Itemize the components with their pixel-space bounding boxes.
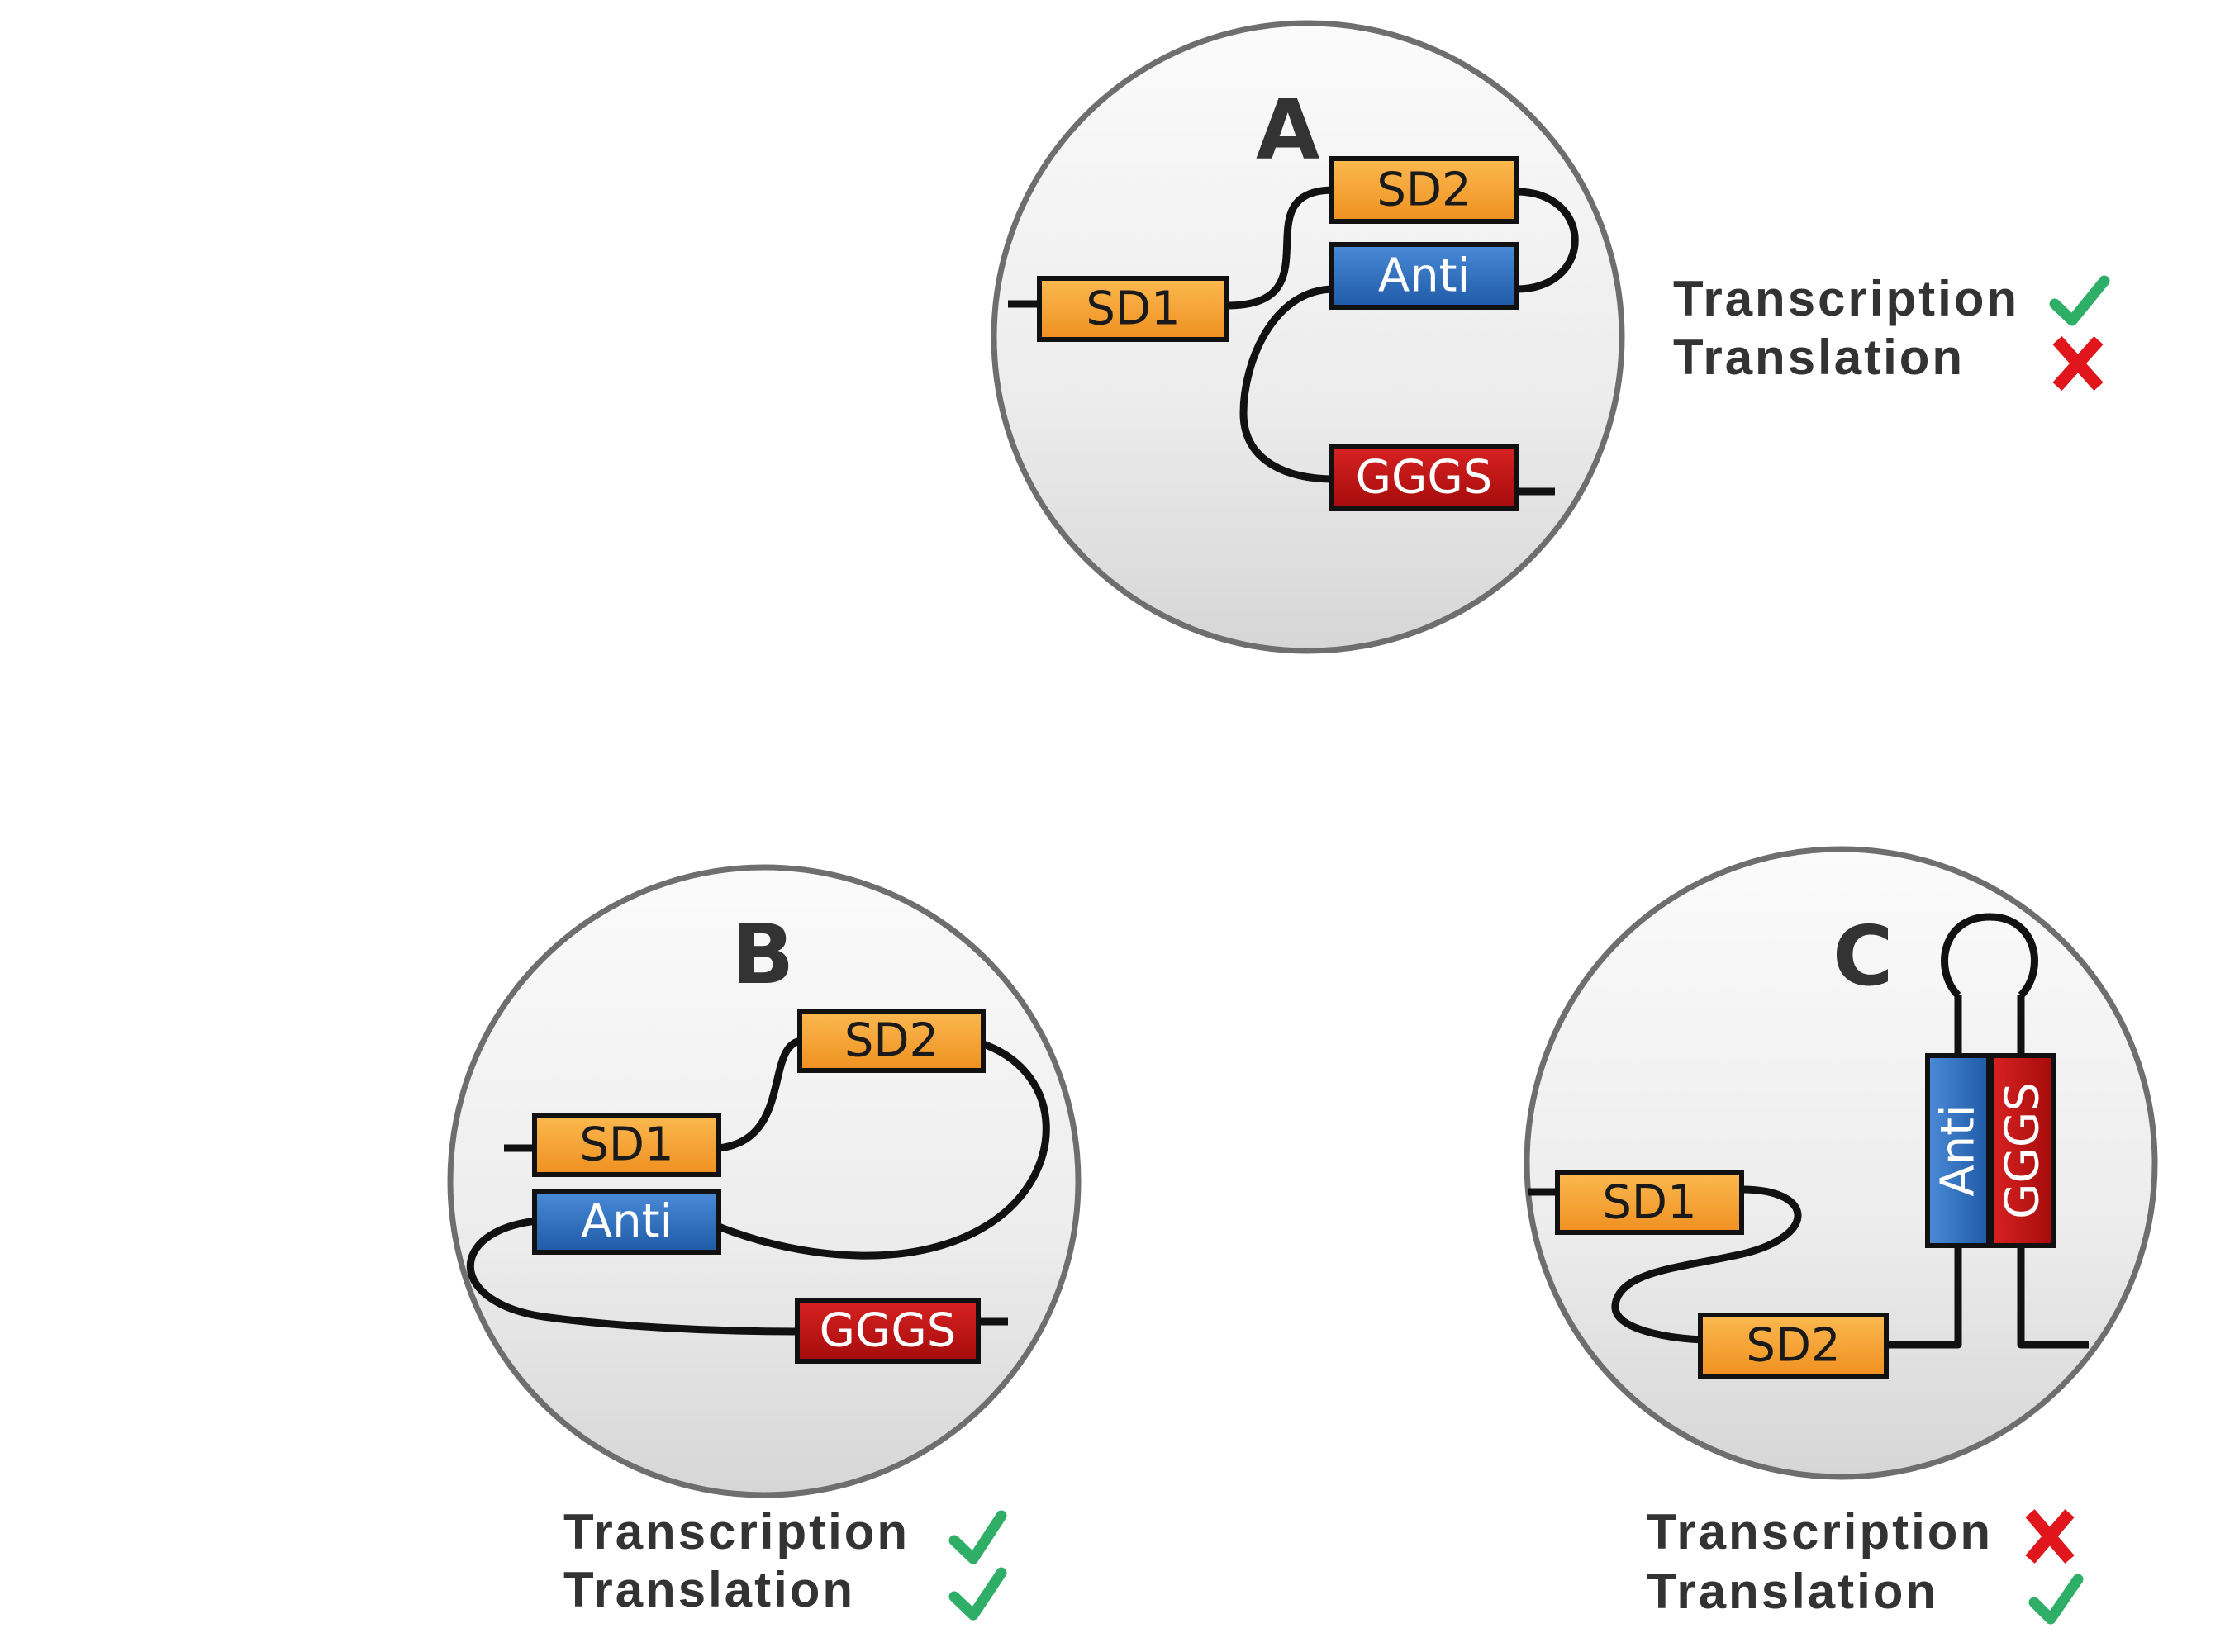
panel-a-sd1-box: SD1: [1037, 276, 1229, 342]
panel-b-sd2-label: SD2: [844, 1014, 939, 1068]
panel-b-gggs-box: GGGS: [795, 1298, 981, 1364]
check-icon: [2028, 1574, 2084, 1625]
panel-b-anti-box: Anti: [532, 1189, 721, 1255]
panel-b-sd2-box: SD2: [797, 1009, 986, 1073]
panel-a-sd2-label: SD2: [1376, 164, 1471, 217]
panel-a-gggs-label: GGGS: [1356, 451, 1493, 505]
panel-b-status-transcription: Transcription: [563, 1504, 910, 1559]
check-icon: [2049, 275, 2110, 326]
check-icon: [948, 1567, 1007, 1621]
panel-a-sd1-label: SD1: [1086, 282, 1180, 336]
panel-a-status-translation: Translation: [1673, 330, 1965, 385]
panel-a-letter: A: [1256, 82, 1319, 178]
panel-c-sd2-label: SD2: [1746, 1319, 1840, 1373]
panel-b-status-translation: Translation: [563, 1562, 855, 1617]
panel-c-strand-loop: [1941, 913, 2038, 999]
panel-b-strand-sd1-sd2: [718, 1037, 803, 1152]
panel-a-strand-hairpin: [1515, 188, 1579, 293]
panel-a-status-transcription: Transcription: [1673, 271, 2019, 326]
panel-a-strand-sd1-sd2: [1226, 186, 1335, 310]
panel-b-anti-label: Anti: [581, 1195, 673, 1249]
check-icon: [948, 1510, 1007, 1564]
panel-c-status-transcription: Transcription: [1647, 1504, 1993, 1559]
panel-b-sd1-box: SD1: [532, 1113, 721, 1177]
panel-c-sd2-box: SD2: [1698, 1313, 1889, 1379]
panel-c: C SD1 SD2 Anti GGGS Transcription Transl…: [1524, 846, 2158, 1625]
panel-c-letter: C: [1833, 908, 1893, 1004]
cross-icon: [2052, 336, 2104, 391]
panel-c-gggs-box: GGGS: [1990, 1053, 2056, 1248]
panel-a-strand-anti-gggs: [1239, 285, 1335, 483]
panel-c-gggs-label: GGGS: [1996, 1082, 2050, 1219]
panel-c-anti-label: Anti: [1932, 1104, 1985, 1196]
panel-b-strand-sd2-anti: [717, 1040, 1050, 1260]
panel-c-strand-stem-right: [2017, 1243, 2089, 1349]
panel-c-anti-box: Anti: [1925, 1053, 1991, 1248]
cross-icon: [2025, 1509, 2075, 1564]
panel-b-strand-anti-gggs: [466, 1217, 798, 1336]
panel-a-sd2-box: SD2: [1329, 156, 1519, 224]
panel-c-circle: [1524, 846, 2158, 1480]
panel-c-status-translation: Translation: [1647, 1564, 1938, 1619]
panel-c-strand-stem-left: [1884, 1247, 1962, 1349]
panel-a-gggs-box: GGGS: [1329, 444, 1519, 511]
panel-c-sd1-box: SD1: [1555, 1170, 1744, 1235]
panel-b-letter: B: [731, 906, 794, 1003]
panel-b: B SD1 SD2 Anti GGGS Transcription Transl…: [447, 864, 1082, 1621]
panel-b-gggs-label: GGGS: [820, 1304, 957, 1358]
panel-a: A SD1 SD2 Anti GGGS Transcription Transl…: [991, 20, 2110, 654]
panel-c-strand-sd1-sd2: [1611, 1185, 1802, 1344]
panel-a-anti-label: Anti: [1378, 249, 1470, 303]
panel-b-sd1-label: SD1: [579, 1118, 673, 1172]
panel-c-sd1-label: SD1: [1602, 1176, 1696, 1230]
panel-a-anti-box: Anti: [1329, 242, 1519, 310]
